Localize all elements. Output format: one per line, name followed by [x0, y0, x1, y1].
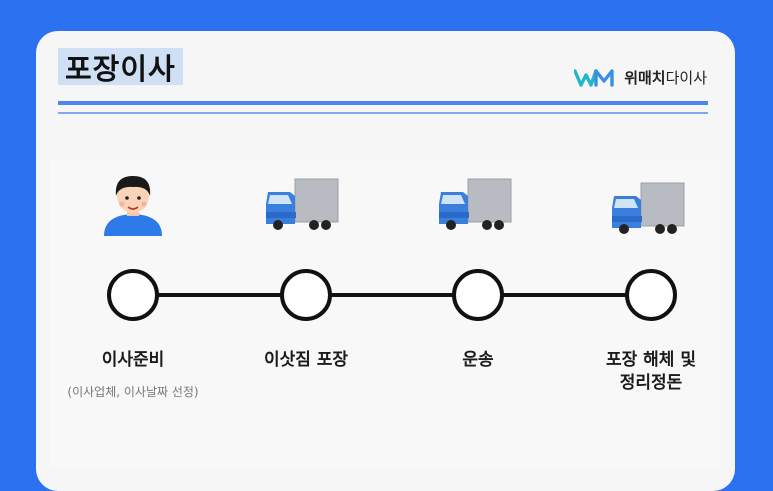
logo-text-bold: 위매치 — [624, 69, 666, 87]
step-4-label-line-2: 정리정돈 — [619, 373, 683, 393]
title-highlight: 포장이사 — [58, 48, 183, 86]
step-2-label: 이삿짐 포장 — [263, 350, 349, 370]
step-4-label: 포장 해체 및 정리정돈 — [576, 349, 726, 395]
step-2-circle — [280, 269, 332, 321]
content-card: 포장이사 위매치다이사 — [36, 31, 735, 491]
process-timeline — [104, 176, 685, 321]
truck-icon — [439, 178, 512, 230]
step-1-sublabel: (이사업체, 이사날짜 선정) — [67, 385, 199, 399]
step-1-label: 이사준비 — [101, 350, 165, 370]
header-divider-thick — [58, 101, 708, 105]
step-4-label-line-1: 포장 해체 및 — [605, 350, 697, 370]
brand-logo: 위매치다이사 — [574, 67, 707, 88]
wm-logo-icon — [574, 68, 614, 87]
step-3-label: 운송 — [462, 350, 494, 370]
step-3-circle — [452, 269, 504, 321]
person-icon — [104, 176, 162, 236]
process-panel — [50, 159, 720, 469]
step-1-circle — [107, 269, 159, 321]
step-4-circle — [625, 269, 677, 321]
header-divider-thin — [58, 112, 708, 114]
truck-icon — [612, 182, 685, 234]
page-title: 포장이사 — [65, 51, 176, 86]
logo-text: 위매치다이사 — [624, 67, 707, 88]
logo-text-light: 다이사 — [665, 69, 707, 87]
truck-icon — [266, 178, 339, 230]
